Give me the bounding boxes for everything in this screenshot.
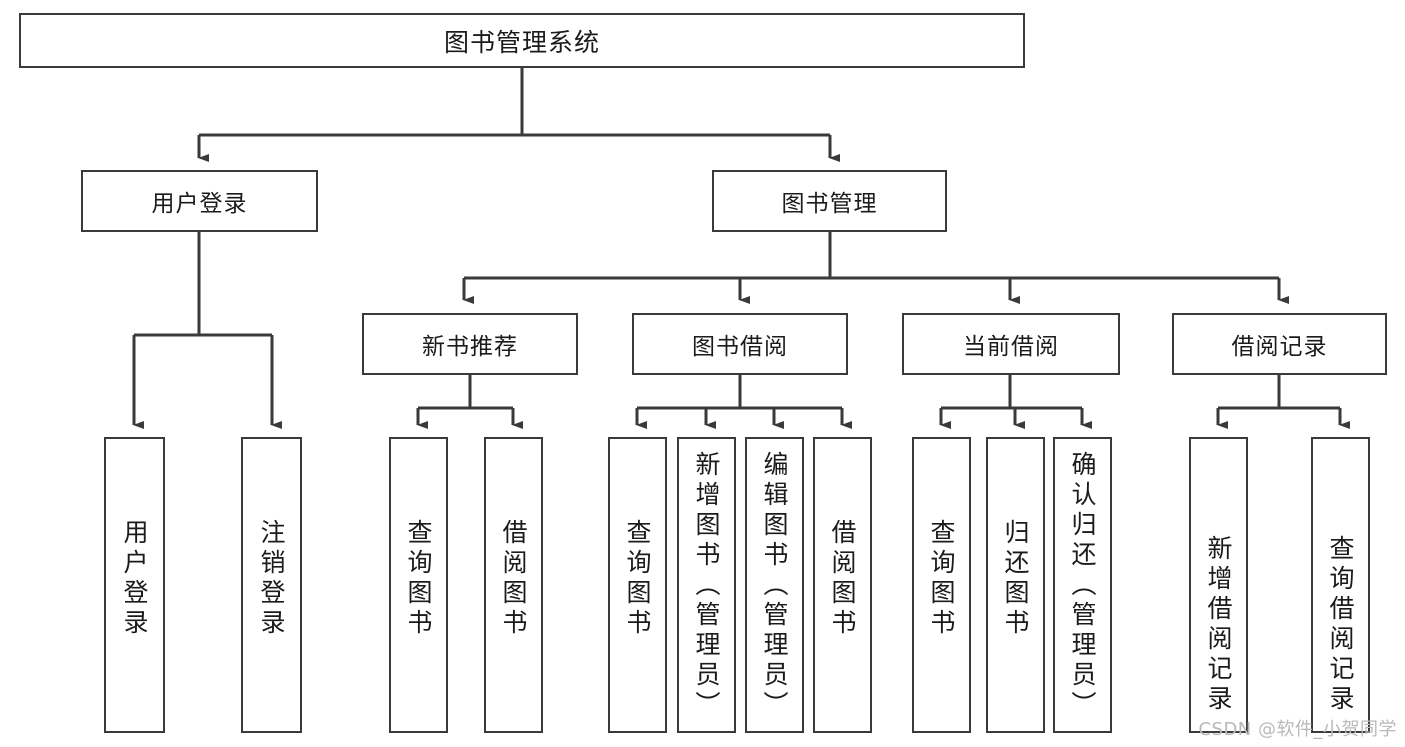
node-leaf-query-book-2[interactable]: 查询图书	[608, 437, 667, 733]
node-leaf-borrow-book-1-label: 借阅图书	[499, 519, 528, 639]
node-book-management[interactable]: 图书管理	[712, 170, 947, 232]
node-leaf-edit-book[interactable]: 编辑图书（管理员）	[745, 437, 804, 733]
node-leaf-return-book-label: 归还图书	[1001, 519, 1030, 639]
node-leaf-query-book-3[interactable]: 查询图书	[912, 437, 971, 733]
csdn-watermark: CSDN @软件_小贺同学	[1198, 719, 1397, 740]
node-leaf-user-login[interactable]: 用户登录	[104, 437, 165, 733]
node-leaf-add-record[interactable]: 新增借阅记录	[1189, 437, 1248, 733]
node-leaf-borrow-book-2-label: 借阅图书	[828, 519, 857, 639]
node-leaf-borrow-book-2[interactable]: 借阅图书	[813, 437, 872, 733]
node-leaf-add-book[interactable]: 新增图书（管理员）	[677, 437, 736, 733]
node-new-book-recommend[interactable]: 新书推荐	[362, 313, 578, 375]
node-leaf-return-book[interactable]: 归还图书	[986, 437, 1045, 733]
node-leaf-query-book-1-label: 查询图书	[404, 519, 433, 639]
node-leaf-query-record[interactable]: 查询借阅记录	[1311, 437, 1370, 733]
node-user-login-label: 用户登录	[151, 191, 248, 217]
node-borrow-record-label: 借阅记录	[1231, 334, 1328, 360]
node-leaf-edit-book-label: 编辑图书（管理员）	[760, 451, 789, 721]
node-book-management-label: 图书管理	[781, 191, 878, 217]
node-leaf-query-record-label: 查询借阅记录	[1326, 535, 1355, 715]
node-leaf-user-logout[interactable]: 注销登录	[241, 437, 302, 733]
node-leaf-confirm-return[interactable]: 确认归还（管理员）	[1053, 437, 1112, 733]
node-leaf-user-login-label: 用户登录	[120, 519, 149, 639]
node-leaf-query-book-2-label: 查询图书	[623, 519, 652, 639]
node-borrow-record[interactable]: 借阅记录	[1172, 313, 1387, 375]
node-new-book-recommend-label: 新书推荐	[422, 334, 518, 360]
node-user-login[interactable]: 用户登录	[81, 170, 318, 232]
node-leaf-query-book-3-label: 查询图书	[927, 519, 956, 639]
node-current-borrow-label: 当前借阅	[963, 334, 1059, 360]
node-root[interactable]: 图书管理系统	[19, 13, 1025, 68]
node-current-borrow[interactable]: 当前借阅	[902, 313, 1120, 375]
node-book-borrow[interactable]: 图书借阅	[632, 313, 848, 375]
node-leaf-confirm-return-label: 确认归还（管理员）	[1068, 451, 1097, 721]
node-book-borrow-label: 图书借阅	[692, 334, 788, 360]
node-leaf-query-book-1[interactable]: 查询图书	[389, 437, 448, 733]
node-leaf-add-book-label: 新增图书（管理员）	[692, 451, 721, 721]
node-leaf-borrow-book-1[interactable]: 借阅图书	[484, 437, 543, 733]
node-root-label: 图书管理系统	[443, 27, 600, 57]
node-leaf-user-logout-label: 注销登录	[257, 519, 286, 639]
node-leaf-add-record-label: 新增借阅记录	[1204, 535, 1233, 715]
